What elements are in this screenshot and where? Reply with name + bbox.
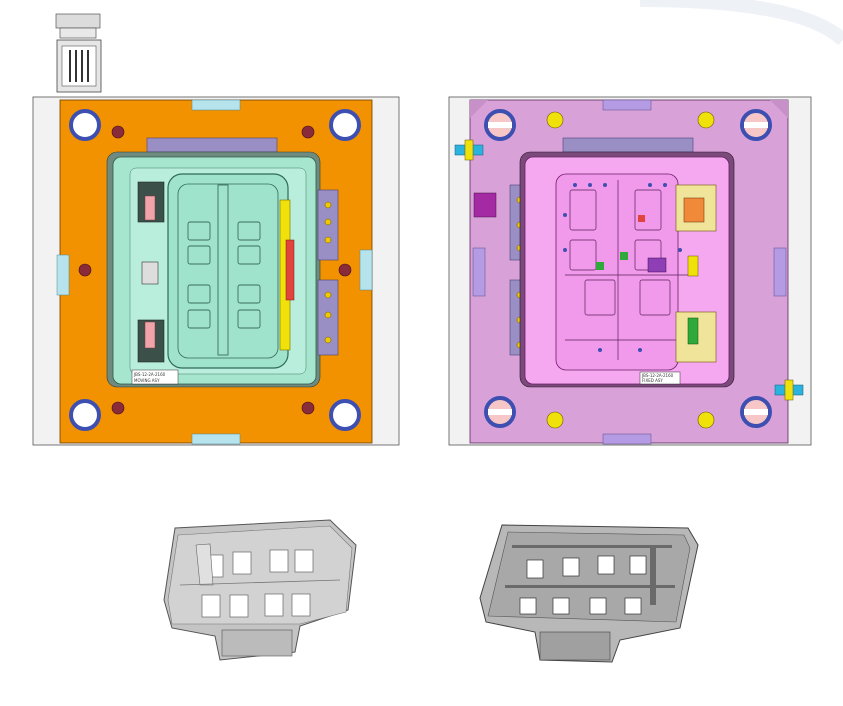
cavity-half-plan: JBS-12-2A-2160 FIXED ASY [448, 96, 812, 446]
right-guide-bolts [324, 201, 332, 344]
core-label-line-1: JBS-12-2A-2160 [133, 372, 166, 377]
cavity-details [565, 180, 690, 360]
water-hose [454, 139, 804, 401]
background-arc [639, 0, 843, 46]
part-window [201, 549, 314, 618]
slider-block [137, 181, 165, 363]
side-pads [56, 99, 373, 445]
bolt-head [78, 125, 352, 415]
guide-pin-ring [69, 109, 361, 431]
clamp-strip [146, 137, 278, 153]
yellow-slider [279, 199, 295, 351]
cavity-slide [675, 184, 717, 363]
magenta-block [473, 192, 497, 218]
cavity-side-pads [472, 99, 787, 445]
yellow-pin [546, 111, 715, 429]
underside-window [519, 555, 647, 615]
core-half-plan: JBS-12-2A-2160 MOVING ASY [32, 13, 400, 446]
molded-part-iso-top [163, 519, 357, 661]
underside-ribs [505, 545, 675, 605]
cavity-label-line-2: FIXED ASY [642, 378, 663, 383]
lifting-bracket [55, 13, 102, 93]
cavity-guide-ring [484, 109, 772, 428]
insert-pockets [187, 184, 261, 356]
cavity-label-line-1: JBS-12-2A-2160 [641, 373, 674, 378]
core-label-line-2: MOVING ASY [134, 378, 160, 383]
molded-part-iso-underside [479, 524, 699, 663]
